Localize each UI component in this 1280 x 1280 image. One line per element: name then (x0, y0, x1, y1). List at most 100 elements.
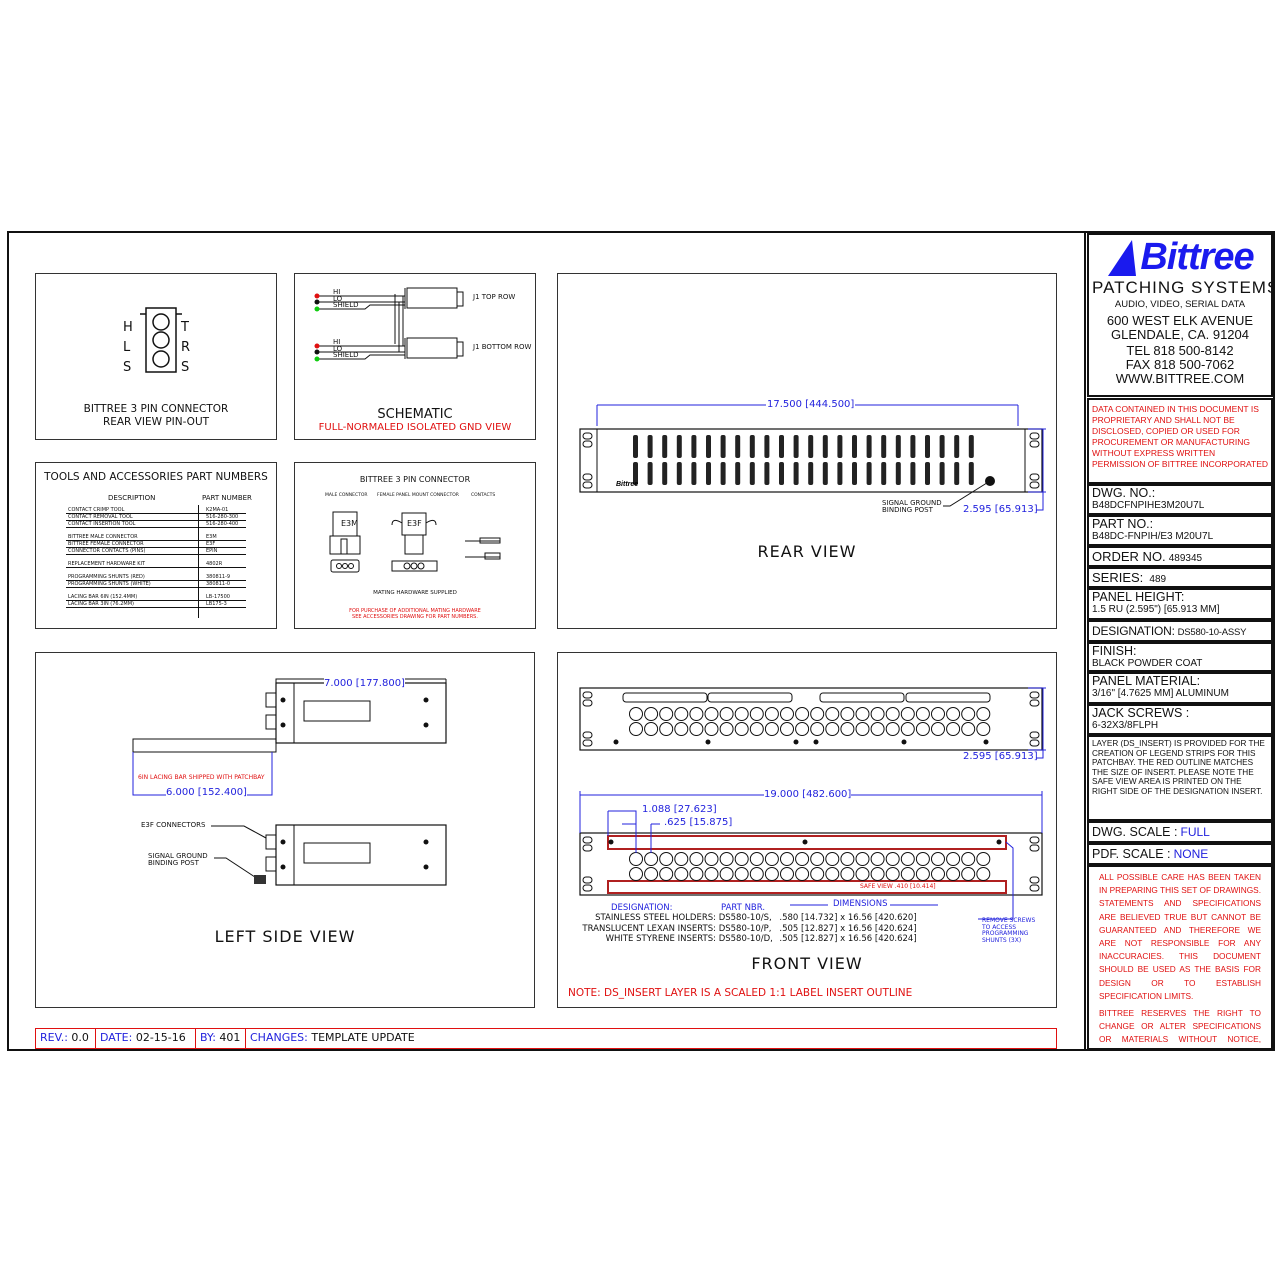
screw (280, 722, 286, 728)
screw (280, 697, 286, 703)
tool-description: PROGRAMMING SHUNTS (WHITE) (68, 581, 151, 587)
jack (644, 867, 659, 881)
jack (810, 852, 825, 866)
jack (946, 707, 961, 721)
jack (840, 707, 855, 721)
insert-type: STAINLESS STEEL HOLDERS: (595, 913, 716, 923)
jack (855, 852, 870, 866)
rack-ear-slot (582, 699, 593, 707)
insert-spec-row: STAINLESS STEEL HOLDERS: DS580-10/S, .58… (576, 913, 917, 923)
jack (976, 852, 991, 866)
jack (931, 867, 945, 881)
rack-ear-slot (1029, 473, 1040, 481)
jack (659, 852, 674, 866)
screw (423, 864, 429, 870)
tool-part-number: LB175-3 (206, 601, 227, 607)
jack (734, 722, 749, 736)
jack (900, 852, 915, 866)
lacing-bar-dimension: 6.000 [152.400] (166, 787, 247, 798)
jack (674, 852, 689, 866)
jack (810, 707, 825, 721)
leader-line (214, 857, 262, 882)
rear-connector (968, 462, 974, 485)
tool-part-number: 380811-9 (206, 574, 231, 580)
jack (734, 852, 749, 866)
tool-part-number: 516-280-300 (206, 514, 239, 520)
tools-col-part-number: PART NUMBER (202, 494, 252, 502)
layer-note: LAYER (DS_INSERT) IS PROVIDED FOR THE CR… (1087, 735, 1273, 821)
tool-part-number: E3M (206, 534, 217, 540)
rear-connector (764, 462, 770, 485)
tool-description: LACING BAR 6IN (152.4MM) (68, 594, 138, 600)
panel-logo: Bittree (616, 481, 638, 488)
rear-connector (735, 435, 741, 458)
rear-connector (735, 462, 741, 485)
insert-type: WHITE STYRENE INSERTS: (605, 934, 716, 944)
rear-connector (793, 435, 799, 458)
screw (423, 697, 429, 703)
e3f-connector (265, 714, 277, 730)
jack (764, 722, 779, 736)
schematic-subtitle: FULL-NORMALED ISOLATED GND VIEW (318, 422, 512, 433)
pinout-connector-icon (140, 307, 182, 373)
jack (780, 852, 794, 866)
tool-description: PROGRAMMING SHUNTS (RED) (68, 574, 145, 580)
lacing-bar-note: 6IN LACING BAR SHIPPED WITH PATCHBAY (138, 774, 265, 781)
e3f-connector (265, 856, 277, 872)
jack (931, 722, 945, 736)
rear-connector (691, 435, 697, 458)
rear-connector (691, 462, 697, 485)
front-view-drawing (579, 687, 1046, 920)
connector-panel: BITTREE 3 PIN CONNECTOR MALE CONNECTOR F… (294, 462, 536, 629)
jack (704, 722, 719, 736)
jack (704, 852, 719, 866)
company-subtitle: AUDIO, VIDEO, SERIAL DATA (1114, 299, 1246, 310)
rear-connector (939, 435, 945, 458)
jack (719, 707, 734, 721)
rear-connector (706, 435, 711, 458)
jack (780, 722, 794, 736)
rear-view-title: REAR VIEW (757, 542, 857, 561)
tools-table-row: CONTACT REMOVAL TOOL 516-280-300 (66, 514, 246, 521)
company-tagline: PATCHING SYSTEMS (1092, 278, 1273, 297)
connector-drawings (329, 511, 501, 573)
jack (734, 707, 749, 721)
connector-purchase-note: FOR PURCHASE OF ADDITIONAL MATING HARDWA… (349, 608, 481, 620)
rack-ear-slot (582, 432, 593, 440)
rear-connector (852, 462, 857, 485)
rear-connector (647, 462, 653, 485)
jack (961, 852, 976, 866)
tool-description: REPLACEMENT HARDWARE KIT (68, 561, 146, 567)
jack (689, 707, 704, 721)
jack (780, 867, 794, 881)
rack-ear-slot (1029, 731, 1040, 739)
tool-part-number: LB-17500 (206, 594, 230, 600)
jack (840, 867, 855, 881)
jack (629, 867, 643, 881)
rear-connector (808, 462, 814, 485)
rear-connector (968, 435, 974, 458)
tool-description: CONTACT REMOVAL TOOL (68, 514, 133, 520)
rack-ear-slot (1029, 876, 1040, 884)
company-block: Bittree PATCHING SYSTEMS AUDIO, VIDEO, S… (1087, 233, 1273, 397)
jack (976, 707, 991, 721)
jack (900, 867, 915, 881)
jack (659, 707, 674, 721)
jack (764, 707, 779, 721)
rear-connector (837, 462, 843, 485)
rear-connector (925, 435, 930, 458)
jack (689, 722, 704, 736)
jack (946, 722, 961, 736)
rear-connector (779, 462, 784, 485)
rear-connector (749, 462, 755, 485)
rack-ear-slot (1029, 481, 1040, 489)
rear-connector (633, 435, 638, 458)
rear-connector (954, 462, 960, 485)
